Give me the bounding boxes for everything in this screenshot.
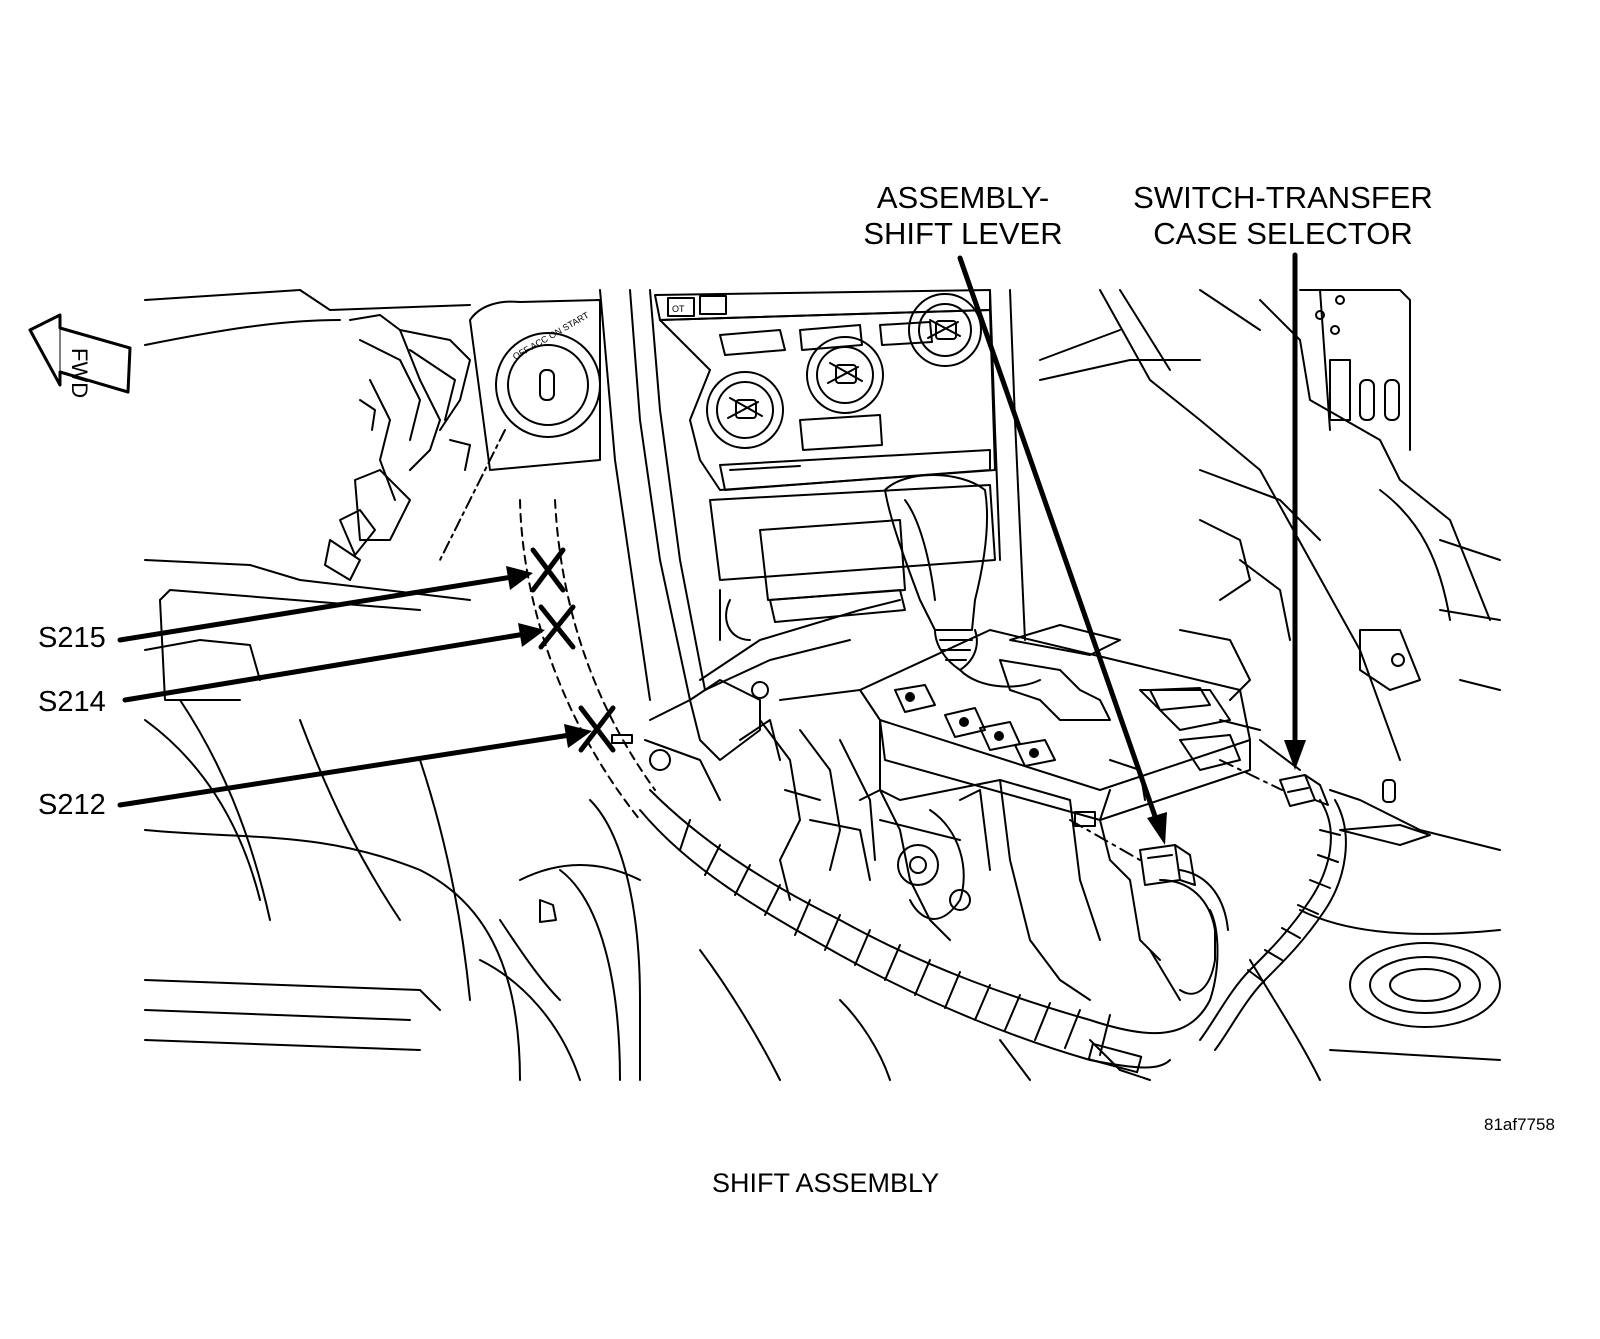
transfer-case-callout-line2: CASE SELECTOR xyxy=(1153,216,1413,251)
splice-arrowheads xyxy=(506,566,592,748)
splice-label-s214: S214 xyxy=(38,686,106,718)
ignition-wiring-cluster xyxy=(324,314,471,581)
leader-s215 xyxy=(117,574,515,643)
shifter-mechanism xyxy=(611,679,1241,1001)
arrowhead-shift-lever xyxy=(1147,812,1167,845)
shift-lever-connector xyxy=(1139,844,1196,886)
shift-lever-callout: ASSEMBLY- SHIFT LEVER xyxy=(858,180,1068,252)
arrowhead-s214 xyxy=(518,623,545,647)
gear-indicators xyxy=(894,684,1056,767)
svg-text:OT: OT xyxy=(672,304,685,314)
leader-s214 xyxy=(122,631,528,703)
right-body-panels xyxy=(1039,289,1501,761)
wire-harness-transfer-case xyxy=(1199,799,1347,1051)
fwd-label: FWD xyxy=(67,348,92,398)
arrowhead-s215 xyxy=(506,566,533,590)
callout-arrowheads xyxy=(1147,740,1306,845)
wire-harness-main xyxy=(639,789,1229,1081)
svg-text:OFF ACC ON START: OFF ACC ON START xyxy=(511,310,591,362)
figure-caption: SHIFT ASSEMBLY xyxy=(712,1168,940,1198)
splice-harness-dashed xyxy=(439,429,656,821)
shifter-gate-plate xyxy=(859,624,1251,821)
shift-knob xyxy=(884,474,988,671)
splice-marks xyxy=(530,547,616,753)
splice-label-s212: S212 xyxy=(38,789,106,821)
climate-knob-right xyxy=(908,293,982,367)
splice-label-s215: S215 xyxy=(38,622,106,654)
splice-leaders xyxy=(117,574,573,808)
floor-tunnel xyxy=(479,799,1031,1081)
connector-dash-lines xyxy=(1069,759,1283,861)
arrowhead-s212 xyxy=(564,724,592,748)
climate-control-panel: OT xyxy=(654,289,996,491)
leader-shift-lever xyxy=(957,255,1160,825)
transfer-case-callout: SWITCH-TRANSFER CASE SELECTOR xyxy=(1128,180,1438,252)
dash-left-panel xyxy=(144,289,641,1081)
callout-leaders xyxy=(957,252,1298,825)
climate-knob-left xyxy=(706,371,784,449)
splice-x-s215 xyxy=(530,547,566,593)
shift-lever-callout-line1: ASSEMBLY- xyxy=(876,180,1050,215)
ignition-switch-housing: OFF ACC ON START xyxy=(469,299,601,471)
arrowhead-transfer-case xyxy=(1284,740,1306,770)
splice-x-s214 xyxy=(538,604,576,650)
figure-id: 81af7758 xyxy=(1484,1115,1555,1134)
leader-s212 xyxy=(117,732,573,808)
climate-knob-center xyxy=(806,336,884,414)
transfer-case-connector xyxy=(1279,774,1329,807)
splice-x-s212 xyxy=(578,705,616,753)
transfer-case-callout-line1: SWITCH-TRANSFER xyxy=(1133,180,1433,215)
center-stack-lower-bezel xyxy=(709,484,996,641)
shift-lever-callout-line2: SHIFT LEVER xyxy=(863,216,1063,251)
fwd-arrow: FWD xyxy=(28,313,132,398)
floor-right xyxy=(1219,719,1501,1081)
